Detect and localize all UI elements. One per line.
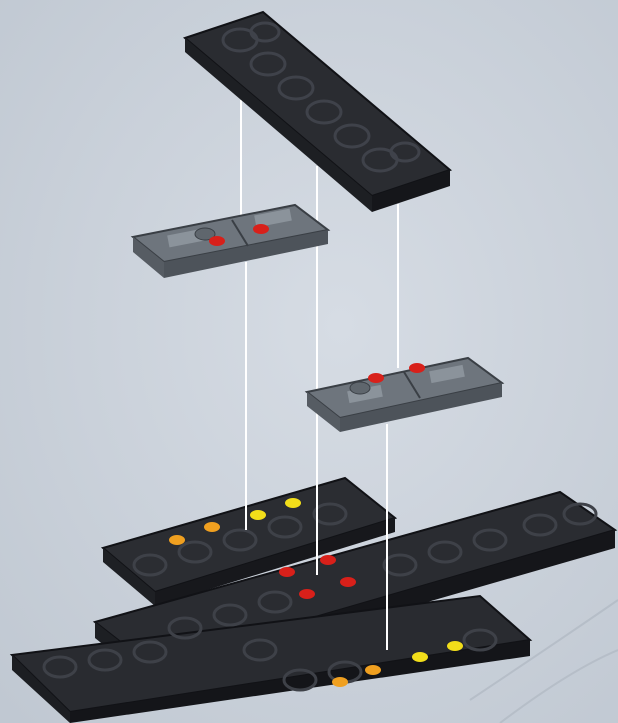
marker-red: [253, 224, 269, 234]
marker-yellow: [447, 641, 463, 651]
marker-red: [320, 555, 336, 565]
marker-orange: [332, 677, 348, 687]
marker-red: [279, 567, 295, 577]
marker-orange: [365, 665, 381, 675]
marker-red: [299, 589, 315, 599]
marker-orange: [204, 522, 220, 532]
marker-red: [209, 236, 225, 246]
marker-red: [340, 577, 356, 587]
marker-yellow: [250, 510, 266, 520]
marker-yellow: [285, 498, 301, 508]
marker-red: [409, 363, 425, 373]
marker-orange: [169, 535, 185, 545]
marker-red: [368, 373, 384, 383]
marker-yellow: [412, 652, 428, 662]
